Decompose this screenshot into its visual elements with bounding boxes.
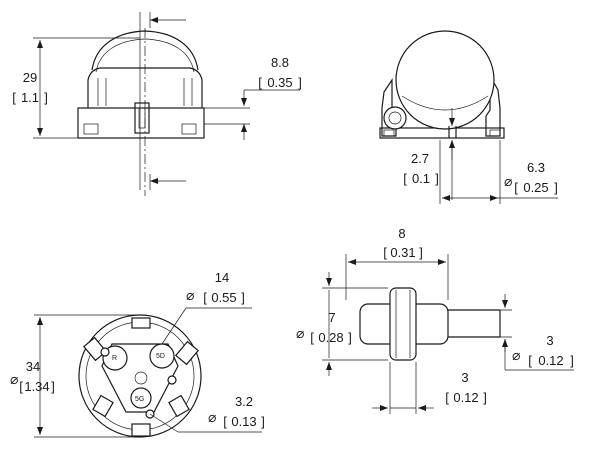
detail-dia-mm: 7	[328, 310, 335, 325]
svg-text:]: ]	[570, 353, 574, 368]
svg-text:[: [	[203, 290, 207, 305]
svg-text:[: [	[310, 330, 314, 345]
diameter-symbol: ⌀	[208, 410, 217, 426]
socket-marking-5g: 5G	[135, 396, 144, 403]
detail-pin-mm: 3	[546, 333, 553, 348]
svg-text:[: [	[12, 90, 16, 105]
side-small-lens	[383, 106, 407, 130]
svg-text:]: ]	[554, 180, 558, 195]
svg-text:]: ]	[348, 330, 352, 345]
detail-view: 8 [ 0.31 ] ⌀ 7 [ 0.28 ] ⌀ 3 [ 0.12 ] 3 [	[296, 226, 574, 414]
socket-5g	[130, 387, 152, 409]
svg-text:]: ]	[241, 290, 245, 305]
svg-text:[: [	[383, 245, 387, 260]
detail-flange-in: 0.12	[453, 390, 478, 405]
dome-dia-in: 0.55	[211, 290, 236, 305]
side-pin-dia-mm: 6.3	[527, 160, 545, 175]
front-height-in: 1.1	[21, 90, 39, 105]
diameter-symbol: ⌀	[296, 326, 305, 342]
svg-text:[: [	[445, 390, 449, 405]
side-pin-dia-in: 0.25	[523, 180, 548, 195]
svg-text:[: [	[19, 379, 23, 394]
side-dome	[395, 30, 495, 130]
lens-offset-mm: 8.8	[271, 55, 289, 70]
side-view: 2.7 [ 0.1 ] ⌀ 6.3 [ 0.25 ]	[379, 30, 558, 204]
front-center-slot	[134, 102, 150, 134]
bottom-view: R 5D 5G ⌀ 14 [ 0.55 ] ⌀ 34 [ 1.34 ] ⌀ 3.…	[10, 270, 265, 438]
front-view: 29 [ 1.1 ] 8.8 [ 0.35 ]	[12, 12, 302, 196]
svg-text:[: [	[403, 171, 407, 186]
detail-flange	[389, 287, 417, 361]
bottom-outer-ring	[78, 314, 202, 438]
detail-dia-in: 0.28	[318, 330, 343, 345]
svg-text:[: [	[258, 75, 262, 90]
detail-pin-in: 0.12	[538, 353, 563, 368]
dome-dia-mm: 14	[215, 270, 229, 285]
svg-text:[: [	[528, 353, 532, 368]
front-height-mm: 29	[23, 70, 37, 85]
detail-length-in: 0.31	[390, 245, 415, 260]
svg-text:[: [	[223, 414, 227, 429]
lens-offset-in: 0.35	[267, 75, 292, 90]
detail-flange-mm: 3	[461, 370, 468, 385]
svg-text:]: ]	[435, 171, 439, 186]
svg-text:]: ]	[261, 414, 265, 429]
svg-text:]: ]	[298, 75, 302, 90]
diameter-symbol: ⌀	[504, 174, 513, 190]
svg-text:]: ]	[44, 90, 48, 105]
svg-text:]: ]	[419, 245, 423, 260]
svg-text:[: [	[514, 180, 518, 195]
side-gap-mm: 2.7	[411, 151, 429, 166]
diameter-symbol: ⌀	[10, 372, 19, 388]
svg-text:]: ]	[51, 379, 55, 394]
diameter-symbol: ⌀	[512, 348, 521, 364]
body-dia-in: 1.34	[24, 379, 49, 394]
side-gap-in: 0.1	[412, 171, 430, 186]
socket-marking-5d: 5D	[156, 353, 165, 360]
diameter-symbol: ⌀	[186, 288, 195, 304]
svg-text:]: ]	[483, 390, 487, 405]
hole-dia-in: 0.13	[231, 414, 256, 429]
hole-dia-mm: 3.2	[235, 394, 253, 409]
socket-marking-r: R	[112, 355, 117, 362]
body-dia-mm: 34	[26, 359, 40, 374]
detail-length-mm: 8	[398, 226, 405, 241]
